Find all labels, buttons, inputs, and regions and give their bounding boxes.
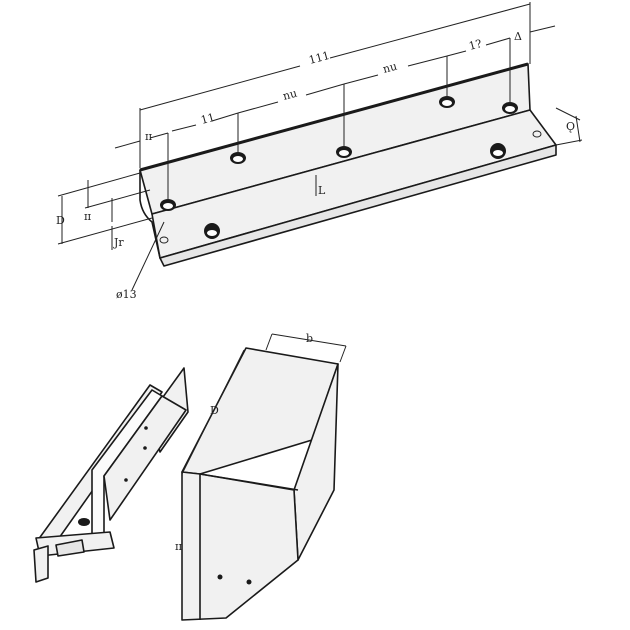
dim-spacing-2: nu [281,87,298,103]
dim-block-width: b [306,332,313,345]
rail-hole [143,446,147,450]
slot-hole [160,199,176,211]
rail-hole [124,478,128,482]
slot-hole [502,102,518,114]
dim-right-flange-width: Ǫ [566,120,575,133]
block-mid-edge [199,473,299,491]
angle-bracket: 111 11 nu nu 1? Δ ɪɪ D ɪɪ Jr L Ǫ ø13 [56,2,583,301]
block-hole [217,574,223,580]
slot-hole [439,96,455,108]
dim-line-block-depth [181,349,245,475]
dimension-lines [57,2,583,291]
rail-foot [33,545,49,583]
rail-foot-tab [55,539,85,557]
dim-spacing-4: 1? [467,37,483,53]
dim-flange-height-inner: ɪɪ [84,210,92,223]
housing-block: b D ɪɪ [175,332,347,621]
dim-line-block-width [271,333,347,347]
bracket-top-edge [139,62,529,172]
dim-spacing-1: 11 [199,111,216,127]
rail-hole [144,426,148,430]
dim-block-height: ɪɪ [175,540,183,553]
round-hole [490,143,506,159]
round-hole [204,223,220,239]
small-hole [159,236,169,244]
slot-hole [230,152,246,164]
block-hole [246,579,252,585]
hole-callout: ø13 [116,288,137,301]
dim-overall-length: 111 [307,49,331,67]
dim-center-mark: L [318,184,326,197]
rail-side-plate [103,395,187,521]
dim-end-offset-left: ɪɪ [145,130,153,143]
dim-bottom-offset: Jr [113,236,124,249]
bracket-left-bend [139,170,161,259]
rail-assembly [33,367,189,583]
dim-spacing-3: nu [381,60,398,76]
slot-hole [336,146,352,158]
dim-block-depth: D [210,404,219,417]
bracket-base-edge [159,144,557,267]
small-hole [532,130,542,138]
dim-end-offset-right: Δ [514,30,522,43]
rail-slot [78,518,90,526]
dim-flange-height-total: D [56,214,65,227]
